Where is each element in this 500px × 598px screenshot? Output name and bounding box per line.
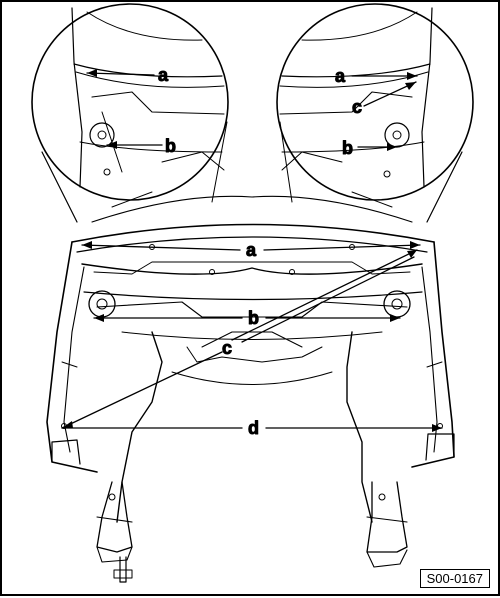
arrowheads [62,69,442,432]
dim-a-left [86,72,155,76]
dim-c-main-3 [241,256,415,343]
label-b-right-detail: b [342,138,353,158]
dim-a-main-right [263,244,421,251]
label-d-main: d [248,418,259,438]
label-a-right-detail: a [335,66,346,86]
label-b-left-detail: b [165,136,176,156]
detail-circle-left [31,3,229,201]
label-a-left-detail: a [158,65,169,85]
label-c-right-detail: c [352,97,362,117]
dim-a-main-left [81,244,241,251]
dim-c-main-1 [61,351,223,429]
underbody-structure [46,191,455,583]
detail-circle-right [276,3,474,201]
dim-c-main-2 [231,249,418,341]
label-a-main: a [246,240,257,260]
label-b-main: b [248,308,259,328]
figure-id-box: S00-0167 [419,569,490,588]
label-c-main: c [222,338,232,358]
